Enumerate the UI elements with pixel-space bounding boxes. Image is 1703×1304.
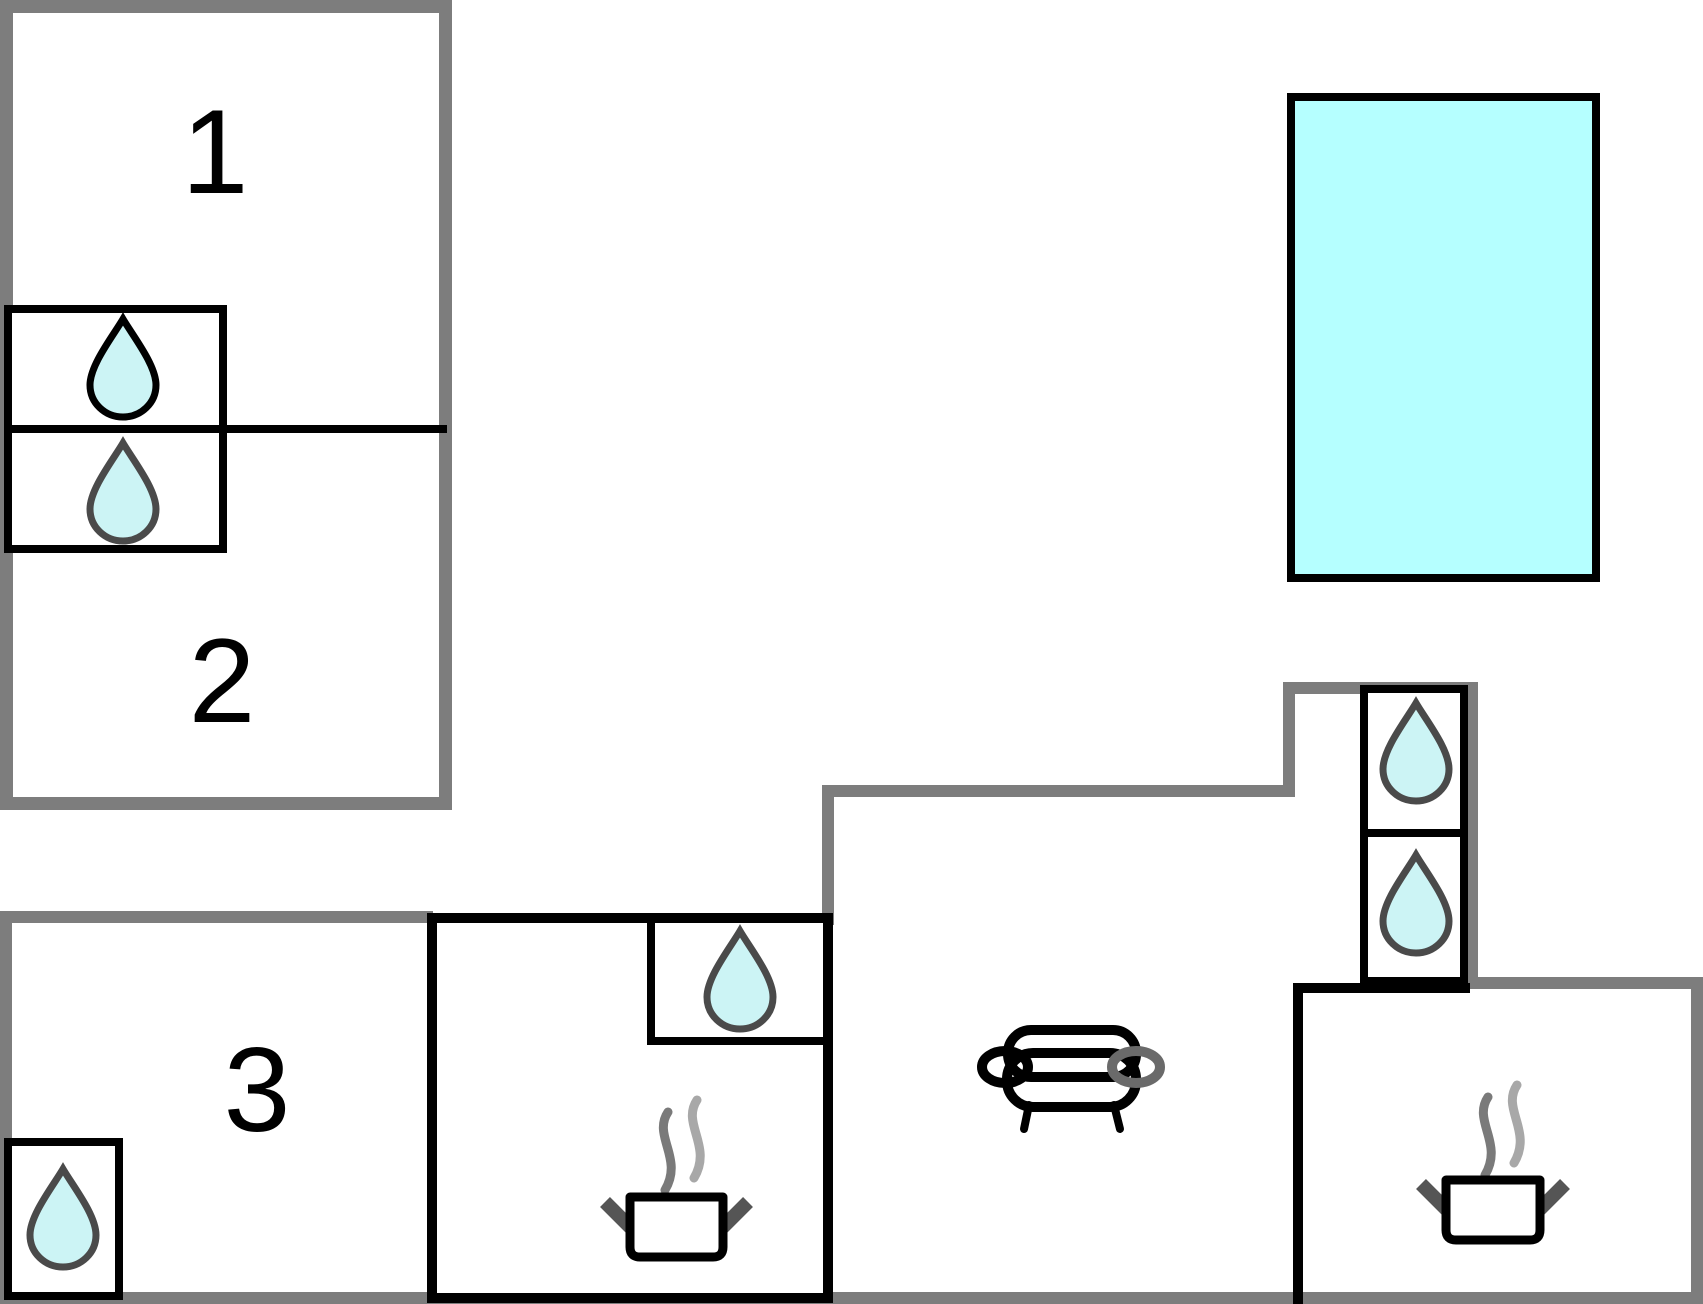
right-kitchen-room [1293,983,1570,1304]
room-3-label: 3 [224,1023,291,1157]
steam-icon [687,1095,705,1183]
room-2-label: 2 [189,614,256,748]
swimming-pool [1287,93,1600,582]
wall-room1-room2-divider [4,425,447,433]
sofa-icon [977,1025,1165,1133]
wall-corridor-vertical-2 [1283,682,1295,797]
cooking-pot-icon [625,1192,728,1262]
wall-left-building-bottom [0,797,452,810]
wall-left-building-top [0,0,452,13]
wall-corridor-vertical-3 [1466,682,1478,989]
wall-corridor-vertical-1 [822,785,834,925]
right-room-top-wall [1293,983,1470,993]
steam-icon [658,1107,676,1195]
wall-right-room-top-gray [1466,977,1703,989]
wall-corridor-horizontal-1 [822,785,1295,797]
wall-room3-top [0,911,433,923]
cooking-pot-icon [1441,1175,1545,1245]
bathroom-box-middle-bottom-wall [647,1037,833,1045]
steam-icon [1478,1092,1496,1180]
room-3: 3 [4,1023,291,1300]
bathroom-box-right-divider [1360,829,1468,837]
sofa-armrest-right [1107,1046,1165,1088]
room-1-label: 1 [182,85,249,219]
left-building: 1 2 [4,85,447,748]
middle-kitchen-room [427,913,833,1303]
steam-icon [1507,1080,1525,1168]
bathroom-box-middle-left-wall [647,918,655,1045]
wall-bottom [0,1292,1703,1304]
sofa-armrest-left [977,1046,1033,1088]
right-room-left-wall [1293,983,1303,1304]
wall-left-building-right [439,0,452,810]
right-bathroom-column [1360,685,1468,985]
wall-right-room-right [1691,977,1703,1304]
